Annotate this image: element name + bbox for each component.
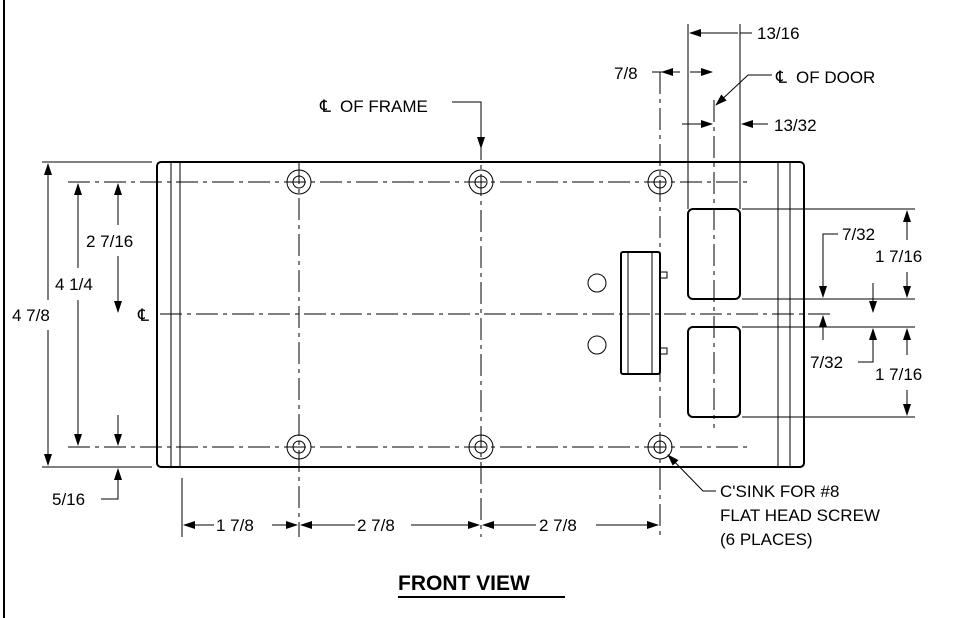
screw-hole-5 <box>468 434 494 460</box>
leader-cl-door <box>715 74 749 106</box>
dim-text-2-7-8-a: 2 7/8 <box>357 516 395 535</box>
dim-text-5-16: 5/16 <box>52 490 85 509</box>
screw-hole-6 <box>647 434 673 460</box>
label-cl-frame-symbol: ℄ <box>319 97 331 116</box>
dim-text-7-8: 7/8 <box>614 64 638 83</box>
leader-csink <box>667 454 716 492</box>
dim-text-4-1-4: 4 1/4 <box>55 275 93 294</box>
callout-csink-line2: FLAT HEAD SCREW <box>720 506 880 525</box>
dim-text-7-32-bot: 7/32 <box>810 353 843 372</box>
small-hole-lower <box>587 335 607 355</box>
view-title: FRONT VIEW <box>398 572 530 595</box>
door-opening-upper <box>687 208 741 300</box>
dim-text-1-7-16-top: 1 7/16 <box>875 247 922 266</box>
callout-csink-line3: (6 PLACES) <box>720 530 813 549</box>
screw-hole-4 <box>286 434 312 460</box>
dim-text-7-32-top: 7/32 <box>842 225 875 244</box>
callout-csink-line1: C'SINK FOR #8 <box>720 482 839 501</box>
screw-hole-3 <box>647 169 673 195</box>
label-cl-door: OF DOOR <box>796 68 875 87</box>
dim-text-1-7-8: 1 7/8 <box>216 516 254 535</box>
label-cl-frame: OF FRAME <box>340 97 428 116</box>
dim-text-4-7-8: 4 7/8 <box>12 306 50 325</box>
screw-hole-1 <box>286 169 312 195</box>
small-hole-upper <box>587 273 607 293</box>
latch-block <box>620 251 668 375</box>
dim-text-13-32: 13/32 <box>774 116 817 135</box>
leader-cl-frame <box>452 101 485 149</box>
screw-hole-2 <box>468 169 494 195</box>
dim-text-1-7-16-bot: 1 7/16 <box>875 365 922 384</box>
dim-text-13-16: 13/16 <box>757 24 800 43</box>
door-opening-lower <box>687 326 741 418</box>
label-cl-center-symbol: ℄ <box>137 306 149 325</box>
dim-text-2-7-16: 2 7/16 <box>86 232 133 251</box>
dim-text-2-7-8-b: 2 7/8 <box>539 516 577 535</box>
label-cl-door-symbol: ℄ <box>775 68 787 87</box>
